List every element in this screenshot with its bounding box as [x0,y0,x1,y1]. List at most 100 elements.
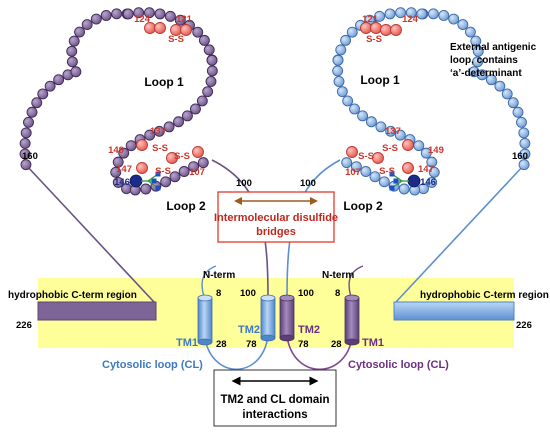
left-loop-connector [25,164,155,303]
left-cytosolic-loop-label: Cytosolic loop (CL) [102,359,203,371]
left-hydrophobic-c-term-label: hydrophobic C-term region [8,290,137,301]
glycan-sugar-square [393,178,399,184]
disulfide-label-line2: bridges [256,226,296,238]
blue-residue-bead [512,106,524,118]
cysteine-bead [154,22,166,34]
right-residue-160: 160 [512,151,528,162]
blue-residue-bead [341,157,353,169]
purple-residue-bead [81,19,93,31]
left-tm2-label: TM2 [238,324,260,336]
blue-residue-bead [385,125,397,137]
purple-residue-bead [140,183,152,195]
blue-residue-bead [340,34,352,46]
cysteine-bead [166,152,178,164]
blue-residue-bead [365,116,377,128]
cysteine-bead [170,24,182,36]
blue-residue-bead [468,66,480,78]
purple-residue-bead [153,125,165,137]
blue-residue-bead [332,54,344,66]
right-tm1-cylinder [344,294,360,346]
left-residue-146: 146 [114,177,130,188]
blue-residue-bead [332,65,344,77]
purple-residue-bead [178,166,190,177]
purple-residue-bead [125,140,137,152]
purple-residue-bead [70,66,82,78]
blue-residue-bead [472,56,484,68]
blue-residue-bead [428,166,440,178]
purple-residue-bead [111,8,123,20]
right-residue-147: 147 [418,164,434,175]
blue-residue-bead [457,19,469,31]
blue-residue-bead [395,7,407,19]
glycan-sugar-square [389,185,395,191]
left-c-term-bar [37,301,157,321]
purple-residue-bead [205,76,217,87]
cysteine-bead [390,24,402,36]
purple-residue-bead [206,54,218,66]
right-residue-121: 121 [362,14,379,25]
purple-residue-bead [169,171,181,183]
blue-residue-bead [472,45,484,57]
blue-residue-bead [378,176,390,188]
right-residue-146: 146 [420,177,436,188]
purple-residue-bead [19,137,31,149]
blue-residue-bead [416,8,428,20]
purple-residue-bead [174,14,186,26]
left-loop2-label: Loop 2 [166,199,206,213]
purple-residue-bead [26,106,38,118]
left-residue-149: 149 [108,145,124,156]
left-residue-28: 28 [216,339,227,350]
left-residue-8: 8 [216,288,221,299]
right-residue-226: 226 [516,320,532,331]
left-ss-147: S-S [155,166,171,177]
blue-residue-bead [374,10,386,22]
glycan-sugar-square [155,185,161,191]
left-residue-78: 78 [246,339,257,350]
right-residue-28: 28 [331,339,342,350]
right-residue-149: 149 [428,145,444,156]
purple-residue-bead [196,95,208,107]
right-loop1-label: Loop 1 [360,73,400,87]
right-tm1-label: TM1 [362,337,384,349]
blue-residue-bead [357,110,369,122]
blue-residue-bead [384,8,396,20]
blue-residue-bead [336,86,348,98]
blue-residue-bead [426,156,438,168]
right-cytosolic-loop-label: Cytosolic loop (CL) [348,359,449,371]
purple-residue-bead [144,129,156,141]
purple-residue-bead [90,13,102,25]
blue-residue-bead [507,97,519,109]
left-ss-137-107: S-S [174,151,190,162]
cysteine-bead [380,24,392,36]
blue-residue-bead [448,13,460,25]
blue-residue-bead [501,88,513,100]
external-note-line3: ‘a’-determinant [450,68,522,79]
left-cytosolic-loop [204,335,269,371]
purple-residue-bead [203,44,215,56]
cysteine-bead [136,139,148,151]
purple-residue-bead [112,176,124,188]
left-residue-121: 121 [176,14,193,25]
cysteine-bead [346,146,358,158]
right-ss-147: S-S [379,166,395,177]
purple-residue-bead [118,147,130,159]
right-n-term-label: N-term [322,270,354,281]
right-residue-100-top: 100 [300,178,316,189]
left-residue-100-top: 100 [236,178,252,189]
purple-residue-bead [37,88,49,100]
cysteine-bead [136,162,148,174]
purple-residue-bead [133,7,145,19]
glycan-sugar-square [389,171,395,177]
purple-residue-bead [122,8,134,20]
right-residue-100-tm: 100 [298,288,314,299]
purple-residue-bead [192,26,204,38]
blue-residue-bead [494,80,506,92]
glycan-sugar-square [155,171,161,177]
blue-residue-bead [405,7,417,19]
purple-residue-bead [110,166,122,178]
glycan-sugar-square [151,178,157,184]
left-residue-107: 107 [189,167,205,178]
